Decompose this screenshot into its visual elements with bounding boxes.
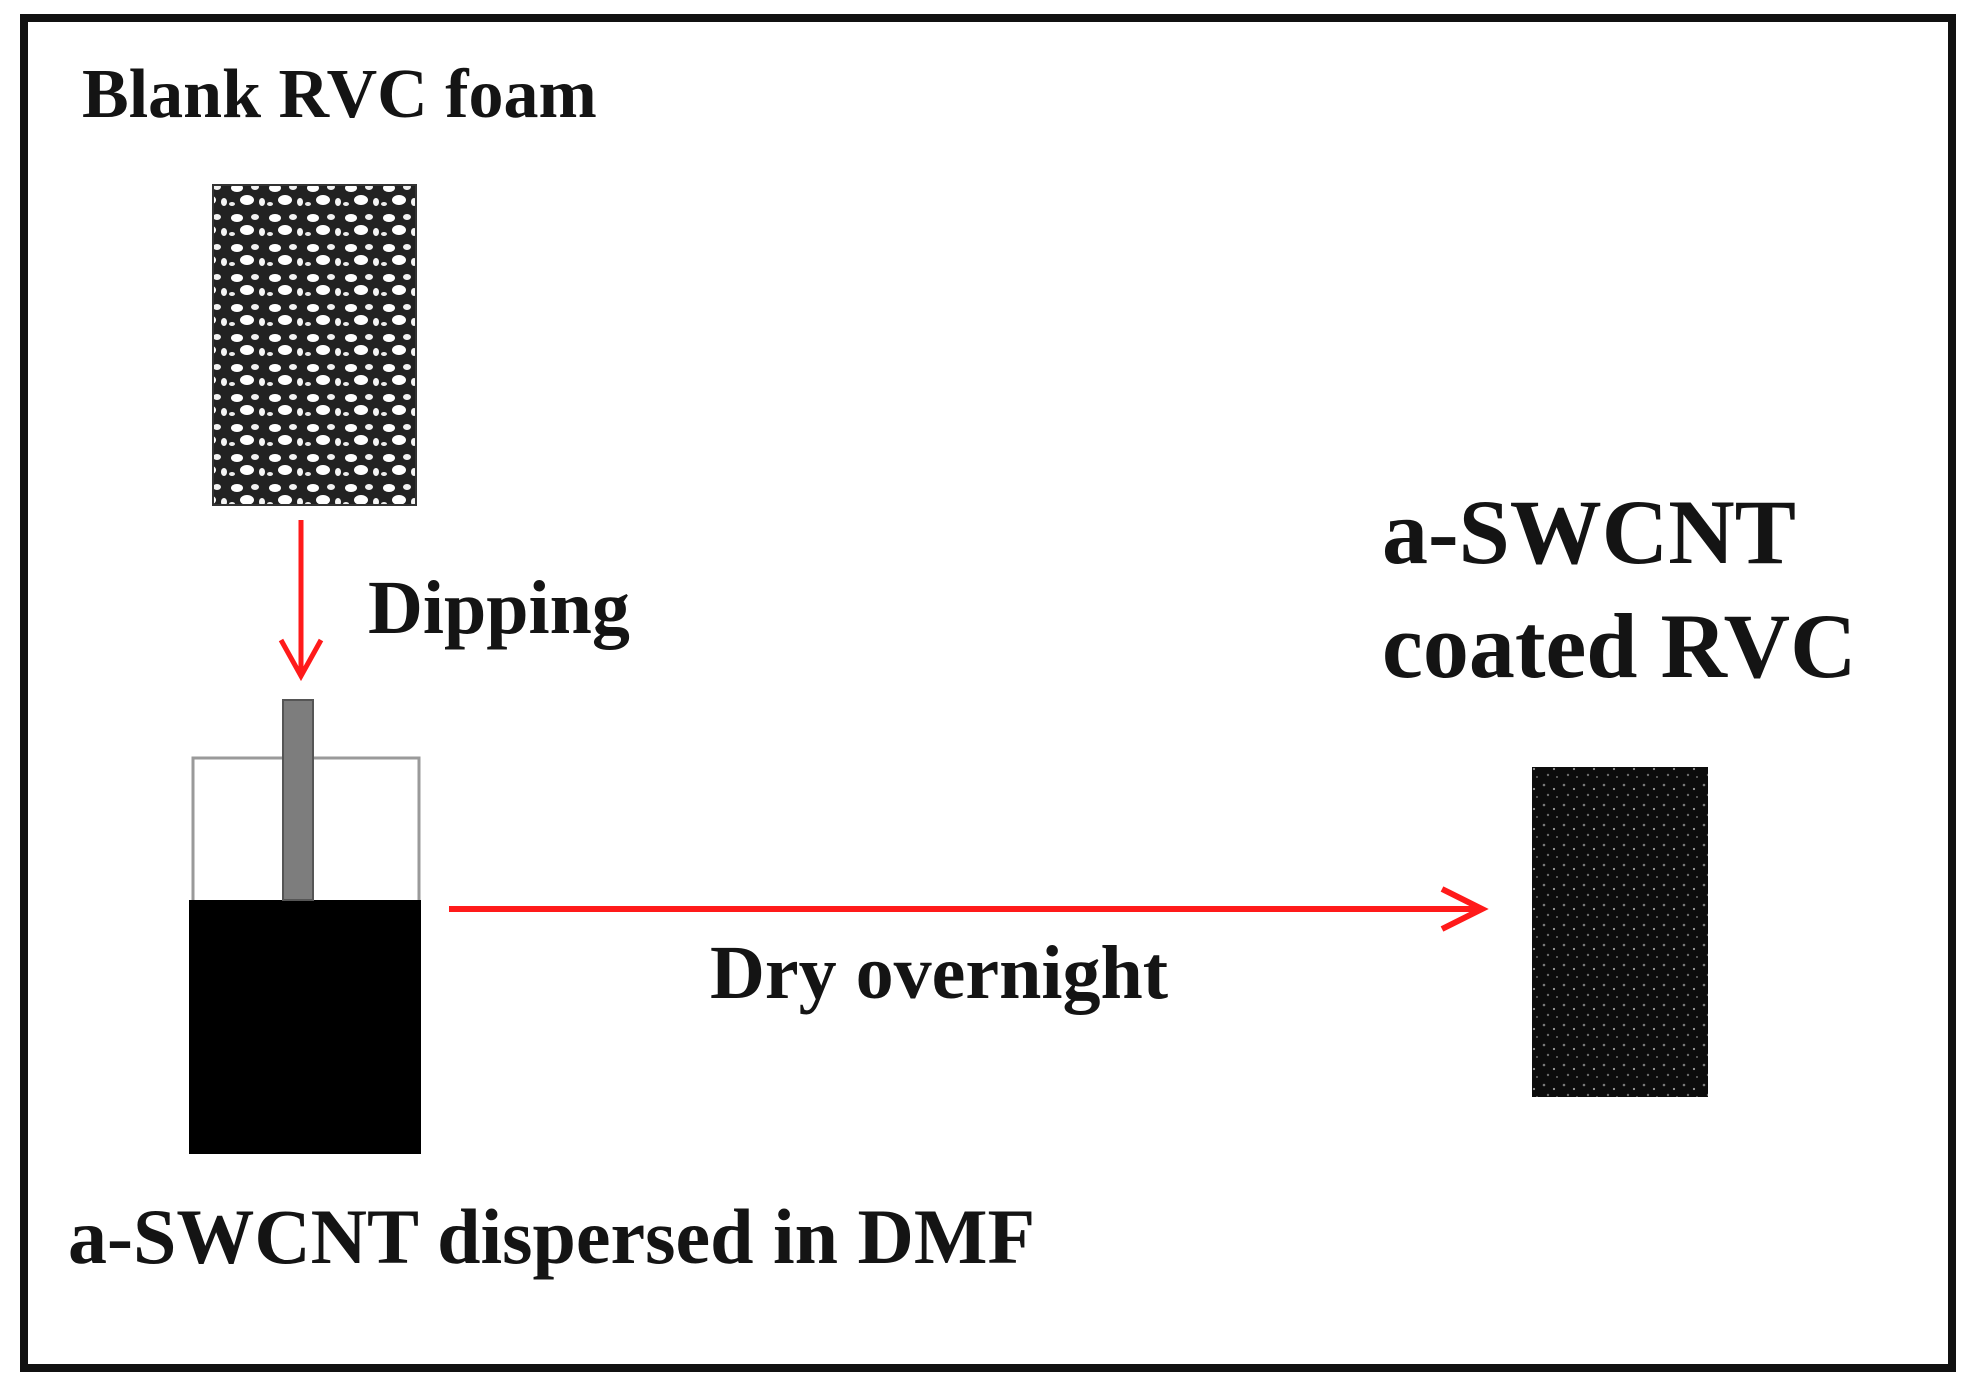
dry-overnight-arrow — [449, 886, 1489, 932]
dispersion-container — [189, 699, 421, 1154]
foam-rod-icon — [282, 699, 314, 901]
dipping-arrow — [278, 520, 324, 682]
coated-foam-image — [1532, 767, 1708, 1097]
coated-rvc-label-line1: a-SWCNT — [1382, 481, 1797, 583]
blank-foam-image — [212, 184, 417, 506]
blank-foam-label: Blank RVC foam — [82, 56, 597, 133]
coated-rvc-label-line2: coated RVC — [1382, 595, 1857, 697]
dispersion-label: a-SWCNT dispersed in DMF — [68, 1193, 1036, 1280]
dipping-label: Dipping — [368, 566, 630, 650]
dry-overnight-label: Dry overnight — [710, 931, 1169, 1015]
